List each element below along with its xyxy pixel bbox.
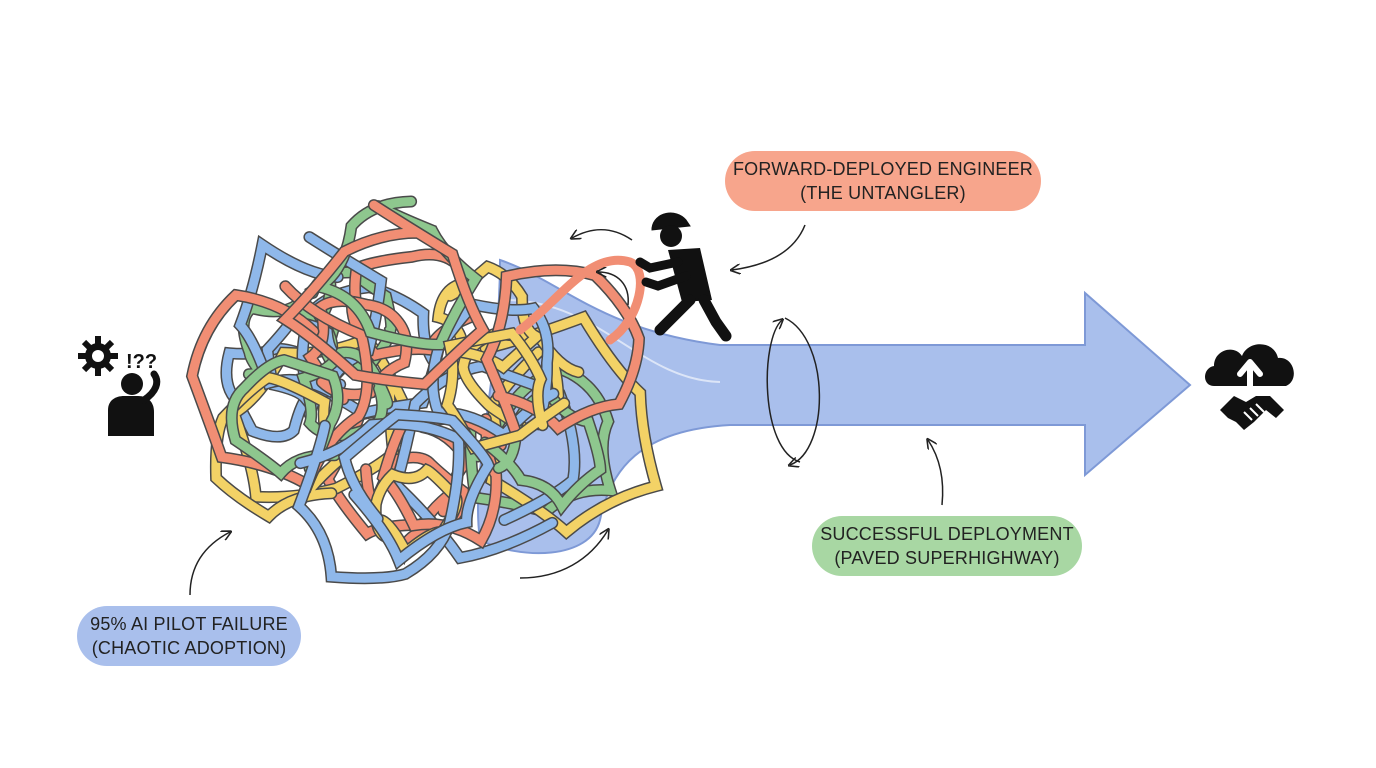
motion-arrows [519, 228, 633, 579]
failure-callout-arrow [189, 532, 230, 596]
worker-pushing-icon [635, 212, 732, 342]
thread [433, 261, 545, 373]
tangled-threads [185, 195, 664, 585]
deployment-callout-arrow [928, 440, 944, 506]
rotation-arrows [766, 317, 821, 465]
lead-thread [515, 255, 645, 345]
failure-label-line2: (CHAOTIC ADOPTION) [91, 638, 287, 658]
thread [481, 265, 644, 437]
engineer-label-line2: (THE UNTANGLER) [800, 183, 966, 203]
confused-person-with-gear-icon: !?? [74, 330, 178, 440]
paved-superhighway [477, 258, 1192, 555]
thread [391, 361, 579, 563]
cloud-handshake-svg [1205, 344, 1294, 430]
callout-arrows [189, 224, 944, 596]
deployment-label-line2: (PAVED SUPERHIGHWAY) [834, 548, 1060, 568]
deployment-label: SUCCESSFUL DEPLOYMENT (PAVED SUPERHIGHWA… [812, 516, 1082, 576]
deployment-label-line1: SUCCESSFUL DEPLOYMENT [820, 524, 1074, 544]
person-icon [108, 370, 161, 436]
handshake-icon [1220, 396, 1284, 430]
confused-person-svg: !?? [78, 336, 161, 436]
thread [278, 200, 489, 389]
engineer-label: FORWARD-DEPLOYED ENGINEER (THE UNTANGLER… [725, 151, 1041, 211]
thread [339, 410, 494, 568]
thread [227, 355, 342, 480]
engineer-callout-arrow [732, 224, 806, 270]
question-marks: !?? [126, 351, 157, 373]
failure-label: 95% AI PILOT FAILURE (CHAOTIC ADOPTION) [77, 606, 301, 666]
failure-label-line1: 95% AI PILOT FAILURE [90, 614, 288, 634]
cloud-upload-handshake-icon [1200, 330, 1304, 440]
gear-icon [78, 336, 118, 376]
cloud-upload-icon [1205, 344, 1294, 393]
thread [442, 328, 569, 454]
engineer-label-line1: FORWARD-DEPLOYED ENGINEER [732, 159, 1034, 179]
